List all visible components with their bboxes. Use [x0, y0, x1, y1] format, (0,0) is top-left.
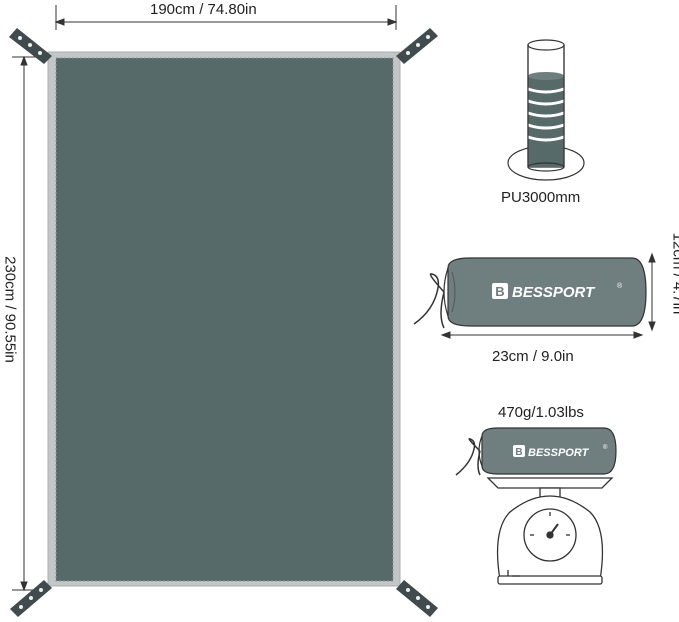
packed-brand-mark: ® [617, 282, 623, 290]
water-column-icon [507, 39, 585, 181]
height-dimension-arrow [12, 55, 38, 592]
svg-text:B: B [495, 284, 504, 299]
corner-strap-top-left [9, 28, 52, 64]
svg-text:B: B [515, 447, 522, 458]
packed-width-arrow [440, 331, 644, 339]
tarp-height-label: 230cm / 90.55in [1, 256, 19, 363]
weighed-stuff-sack: B [455, 427, 617, 476]
corner-strap-top-right [396, 28, 438, 64]
weight-label: 470g/1.03lbs [498, 404, 584, 421]
width-dimension-arrow [54, 5, 398, 30]
waterproof-rating-label: PU3000mm [501, 189, 581, 206]
ground-tarp [47, 51, 401, 587]
weighed-brand-mark: ® [603, 444, 608, 451]
tarp-width-label: 190cm / 74.80in [150, 1, 257, 18]
scale-icon [486, 477, 614, 585]
packed-height-arrow [648, 252, 656, 332]
packed-stuff-sack: B [413, 257, 647, 329]
corner-strap-bottom-right [396, 580, 438, 617]
packed-height-label: 12cm / 4.7in [669, 232, 679, 315]
corner-strap-bottom-left [10, 580, 52, 617]
packed-width-label: 23cm / 9.0in [492, 348, 574, 365]
weighed-brand-text: BESSPORT [528, 447, 590, 459]
packed-brand-text: BESSPORT [512, 284, 596, 301]
